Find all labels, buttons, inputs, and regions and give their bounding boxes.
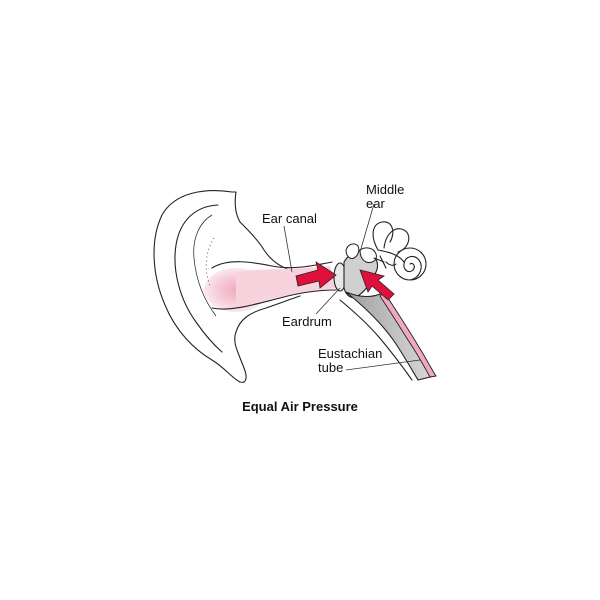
- label-ear-canal: Ear canal: [262, 211, 317, 226]
- ossicle-hammer: [345, 243, 360, 259]
- ossicle-anvil: [359, 247, 377, 263]
- label-middle-ear-2: ear: [366, 196, 385, 211]
- inner-ear-connection: [385, 261, 397, 266]
- arrow-canal: [295, 261, 337, 289]
- arrow-tube: [359, 269, 395, 301]
- leader-middle-ear: [359, 203, 375, 253]
- ossicle-stirrup: [373, 255, 387, 269]
- head-outline-lower: [235, 295, 301, 333]
- pinna-outline: [153, 190, 247, 383]
- canal-stipple: [205, 237, 215, 287]
- leader-eardrum: [315, 287, 341, 315]
- eustachian-tube-pink: [379, 291, 437, 378]
- leader-eustachian: [345, 359, 421, 371]
- eustachian-tube-edge: [339, 299, 413, 381]
- pinna-back-edge: [231, 191, 241, 223]
- cochlea-spiral: [403, 255, 422, 281]
- ear-canal-bottom: [211, 289, 337, 310]
- pinna-inner-fold: [174, 204, 223, 353]
- label-eustachian-2: tube: [318, 360, 343, 375]
- pinna-helix: [193, 214, 217, 317]
- leader-ear-canal: [283, 225, 293, 273]
- label-eustachian-1: Eustachian: [318, 346, 382, 361]
- semicircular-canals: [372, 221, 410, 263]
- ear-canal-top: [211, 261, 333, 269]
- diagram-caption: Equal Air Pressure: [242, 399, 358, 414]
- label-eardrum: Eardrum: [282, 314, 332, 329]
- label-middle-ear-1: Middle: [366, 182, 404, 197]
